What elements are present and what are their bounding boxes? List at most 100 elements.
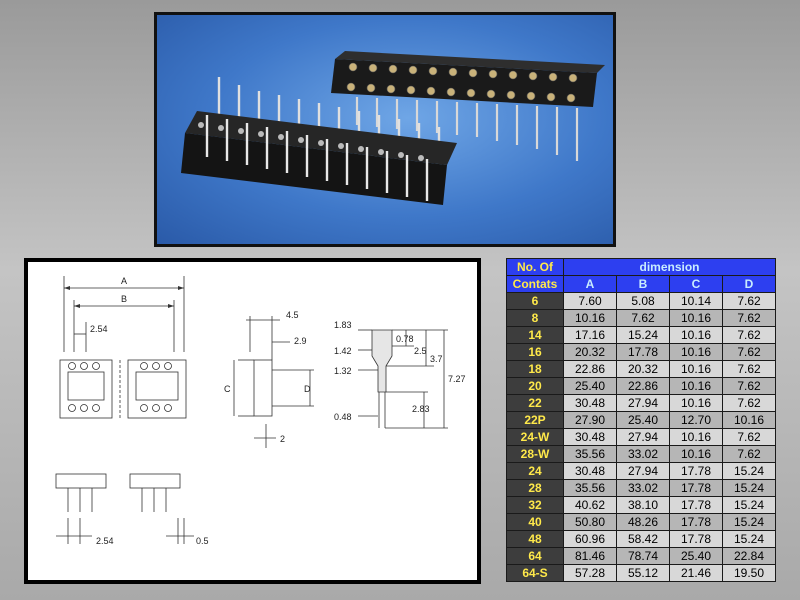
label-pitch-bottom: 2.54 [96, 536, 114, 546]
contact-count-cell: 18 [506, 360, 564, 378]
dimension-d-cell: 7.62 [722, 343, 776, 361]
dimension-b-cell: 33.02 [616, 479, 670, 497]
label-0-5: 0.5 [196, 536, 209, 546]
dimension-d-cell: 15.24 [722, 479, 776, 497]
back-socket [331, 51, 605, 161]
dimension-c-cell: 25.40 [669, 547, 723, 565]
dimension-c-cell: 10.16 [669, 394, 723, 412]
dimension-d-cell: 22.84 [722, 547, 776, 565]
dimension-b-cell: 38.10 [616, 496, 670, 514]
dimension-c-cell: 10.16 [669, 309, 723, 327]
dimension-c-cell: 17.78 [669, 513, 723, 531]
contact-count-cell: 14 [506, 326, 564, 344]
header-count-line1: No. Of [506, 258, 564, 276]
dimension-d-cell: 10.16 [722, 411, 776, 429]
dimension-a-cell: 60.96 [563, 530, 617, 548]
dimension-d-cell: 15.24 [722, 530, 776, 548]
contact-count-cell: 28-W [506, 445, 564, 463]
contact-count-cell: 32 [506, 496, 564, 514]
label-d-1-32: 1.32 [334, 366, 352, 376]
dimension-a-cell: 30.48 [563, 428, 617, 446]
dimension-b-cell: 27.94 [616, 428, 670, 446]
label-2-5: 2.5 [414, 346, 427, 356]
dimension-c-cell: 10.16 [669, 326, 723, 344]
label-2-9: 2.9 [294, 336, 307, 346]
contact-count-cell: 20 [506, 377, 564, 395]
dimension-b-cell: 15.24 [616, 326, 670, 344]
dimension-b-cell: 58.42 [616, 530, 670, 548]
dimension-d-cell: 7.62 [722, 445, 776, 463]
contact-count-cell: 64 [506, 547, 564, 565]
dimension-b-cell: 22.86 [616, 377, 670, 395]
label-2: 2 [280, 434, 285, 444]
dimension-c-cell: 10.16 [669, 428, 723, 446]
dimension-c-cell: 17.78 [669, 462, 723, 480]
dimension-a-cell: 30.48 [563, 462, 617, 480]
dimension-d-cell: 15.24 [722, 462, 776, 480]
dimension-a-cell: 25.40 [563, 377, 617, 395]
contact-count-cell: 22P [506, 411, 564, 429]
dimension-d-cell: 7.62 [722, 428, 776, 446]
contact-count-cell: 64-S [506, 564, 564, 582]
dimension-c-cell: 21.46 [669, 564, 723, 582]
dimension-b-cell: 5.08 [616, 292, 670, 310]
contact-count-cell: 22 [506, 394, 564, 412]
dimension-d-cell: 7.62 [722, 394, 776, 412]
contact-count-cell: 8 [506, 309, 564, 327]
front-socket [181, 77, 457, 205]
dimension-a-cell: 17.16 [563, 326, 617, 344]
label-2-83: 2.83 [412, 404, 430, 414]
dimension-d-cell: 15.24 [722, 513, 776, 531]
label-c: C [224, 384, 231, 394]
dimension-a-cell: 22.86 [563, 360, 617, 378]
label-0-78: 0.78 [396, 334, 414, 344]
dimension-c-cell: 12.70 [669, 411, 723, 429]
dimension-a-cell: 81.46 [563, 547, 617, 565]
dimension-c-cell: 17.78 [669, 530, 723, 548]
dimension-a-cell: 7.60 [563, 292, 617, 310]
dimension-b-cell: 17.78 [616, 343, 670, 361]
contact-count-cell: 40 [506, 513, 564, 531]
product-photo [154, 12, 616, 247]
dimension-c-cell: 10.16 [669, 360, 723, 378]
dimension-d-cell: 19.50 [722, 564, 776, 582]
dimension-d-cell: 15.24 [722, 496, 776, 514]
dimension-a-cell: 30.48 [563, 394, 617, 412]
header-col-c: C [669, 275, 723, 293]
dimension-a-cell: 35.56 [563, 445, 617, 463]
dimension-c-cell: 10.16 [669, 377, 723, 395]
dimension-b-cell: 48.26 [616, 513, 670, 531]
contact-count-cell: 48 [506, 530, 564, 548]
label-d: D [304, 384, 311, 394]
dimension-c-cell: 10.16 [669, 343, 723, 361]
dimension-a-cell: 35.56 [563, 479, 617, 497]
dimension-a-cell: 50.80 [563, 513, 617, 531]
dimension-b-cell: 7.62 [616, 309, 670, 327]
label-b: B [121, 294, 127, 304]
dimension-drawing: A B 2.54 C D 4.5 2.9 2 1.83 1.42 1.32 0.… [55, 276, 466, 546]
contact-count-cell: 24 [506, 462, 564, 480]
contact-count-cell: 24-W [506, 428, 564, 446]
label-d-0-48: 0.48 [334, 412, 352, 422]
dimension-d-cell: 7.62 [722, 326, 776, 344]
header-count-line2: Contats [506, 275, 564, 293]
dimension-b-cell: 78.74 [616, 547, 670, 565]
dimension-a-cell: 20.32 [563, 343, 617, 361]
technical-drawing: A B 2.54 C D 4.5 2.9 2 1.83 1.42 1.32 0.… [24, 258, 481, 584]
